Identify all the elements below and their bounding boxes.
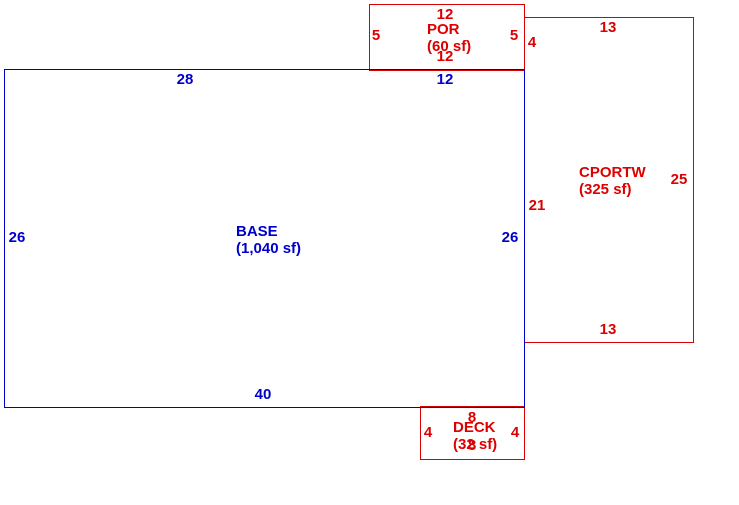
por-dim-bottom: 12 bbox=[436, 48, 454, 65]
cportw-dim-bottom: 13 bbox=[599, 321, 617, 338]
deck-size: (32 sf) bbox=[453, 436, 498, 453]
base-name: BASE bbox=[236, 223, 278, 240]
por-name: POR bbox=[427, 21, 460, 38]
por-size: (60 sf) bbox=[427, 38, 472, 55]
deck-name: DECK bbox=[453, 419, 496, 436]
base-dim-top-left: 28 bbox=[176, 71, 194, 88]
base-dim-left: 26 bbox=[8, 229, 26, 246]
deck-dim-bottom: 8 bbox=[467, 437, 477, 454]
cportw-dim-top: 13 bbox=[599, 19, 617, 36]
cportw-name: CPORTW bbox=[579, 164, 646, 181]
deck-dim-left: 4 bbox=[423, 424, 433, 441]
deck-dim-top: 8 bbox=[467, 409, 477, 426]
base-dim-bottom: 40 bbox=[254, 386, 272, 403]
por-label: POR (60 sf) bbox=[427, 21, 471, 55]
deck-label: DECK (32 sf) bbox=[453, 419, 497, 453]
deck-area bbox=[420, 406, 525, 460]
cportw-size: (325 sf) bbox=[579, 181, 632, 198]
cportw-dim-right: 25 bbox=[670, 171, 688, 188]
por-dim-left: 5 bbox=[371, 27, 381, 44]
base-label: BASE (1,040 sf) bbox=[236, 223, 301, 257]
base-size: (1,040 sf) bbox=[236, 240, 302, 257]
cportw-label: CPORTW (325 sf) bbox=[579, 164, 646, 198]
base-dim-top-right: 12 bbox=[436, 71, 454, 88]
por-area bbox=[369, 4, 525, 71]
cportw-dim-left-lower: 21 bbox=[528, 197, 546, 214]
base-dim-right: 26 bbox=[501, 229, 519, 246]
base-area bbox=[4, 69, 525, 408]
por-dim-top: 12 bbox=[436, 6, 454, 23]
cportw-dim-left-upper: 4 bbox=[527, 34, 537, 51]
por-dim-right: 5 bbox=[509, 27, 519, 44]
deck-dim-right: 4 bbox=[510, 424, 520, 441]
